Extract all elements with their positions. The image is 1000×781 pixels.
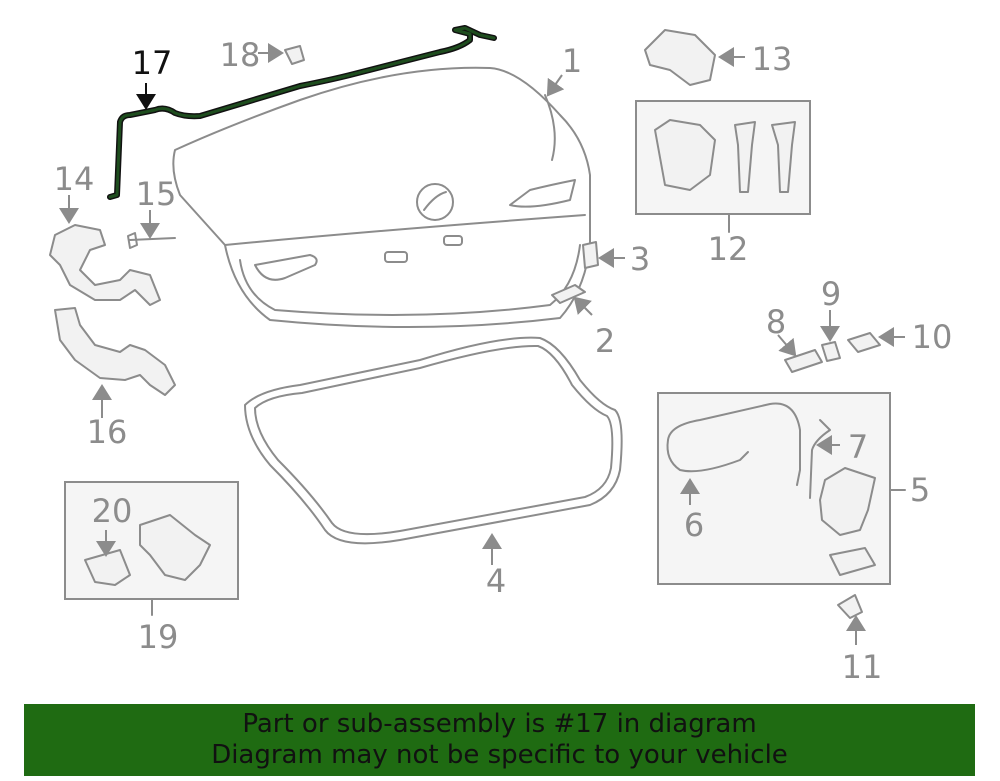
- label-18: 18: [220, 36, 261, 74]
- part-2-small-part: [551, 284, 586, 304]
- label-4: 4: [486, 562, 506, 600]
- part-13-bracket: [644, 29, 716, 86]
- label-1: 1: [562, 42, 582, 80]
- label-16: 16: [87, 413, 128, 451]
- banner-line-2: Diagram may not be specific to your vehi…: [211, 740, 788, 770]
- part-10: [847, 332, 881, 353]
- part-14-hinge: [49, 224, 161, 306]
- part-3-small-part: [582, 241, 599, 269]
- part-8: [784, 349, 823, 373]
- callout-arrows: [59, 43, 905, 645]
- label-5: 5: [910, 471, 930, 509]
- label-3: 3: [630, 240, 650, 278]
- part-9: [821, 341, 841, 362]
- label-14: 14: [54, 160, 95, 198]
- part-5-group-box: [657, 392, 906, 585]
- label-19: 19: [138, 618, 179, 656]
- label-9: 9: [821, 275, 841, 313]
- part-15-rod: [127, 232, 176, 249]
- part-16-hinge: [54, 307, 176, 396]
- label-11: 11: [842, 648, 883, 686]
- info-banner: Part or sub-assembly is #17 in diagram D…: [24, 704, 975, 776]
- part-labels: 1 2 3 4 5 6 7 8 9 10 11 12 13 14 15 16 1…: [54, 36, 953, 686]
- label-2: 2: [595, 322, 615, 360]
- part-19-group-box: [64, 481, 239, 616]
- label-6: 6: [684, 506, 704, 544]
- part-17-highlighted: [107, 25, 497, 200]
- part-11: [837, 594, 863, 619]
- label-8: 8: [766, 303, 786, 341]
- label-7: 7: [848, 428, 868, 466]
- part-4-weatherstrip: [244, 336, 623, 545]
- label-17: 17: [132, 44, 173, 82]
- label-10: 10: [912, 318, 953, 356]
- part-18-clip: [284, 45, 305, 65]
- banner-line-1: Part or sub-assembly is #17 in diagram: [242, 709, 757, 739]
- parts-diagram: 1 2 3 4 5 6 7 8 9 10 11 12 13 14 15 16 1…: [49, 25, 953, 686]
- part-12-group-box: [635, 100, 811, 233]
- label-20: 20: [92, 492, 133, 530]
- label-12: 12: [708, 230, 749, 268]
- label-15: 15: [136, 175, 177, 213]
- label-13: 13: [752, 40, 793, 78]
